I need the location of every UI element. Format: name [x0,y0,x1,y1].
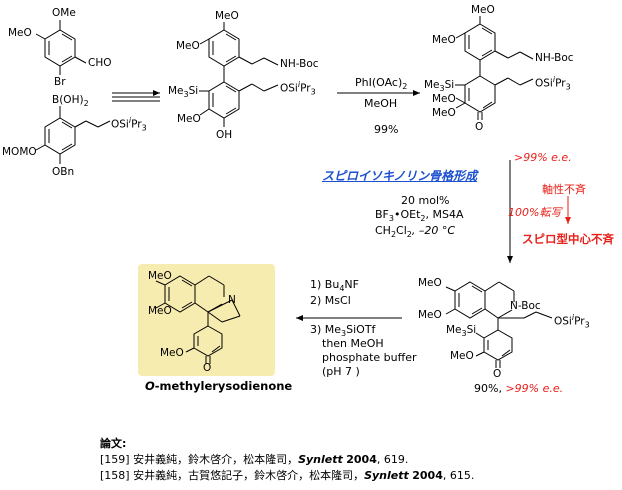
step3-line1: 1) Bu4NF [310,278,359,294]
sm2-structure [35,106,111,164]
int2-me3si-label: Me3Si [424,79,455,94]
sm2-obn-label: OBn [52,166,75,178]
int3-me3si-label: Me3Si [446,324,477,339]
int3-meo-enol-label: MeO [450,350,474,362]
axial-chirality-note: 軸性不斉 [542,183,586,196]
spiro-center-note: スピロ型中心不斉 [522,232,614,246]
int2-o-label: O [475,121,484,133]
int1-oh-label: OH [216,129,233,141]
int3-structure [445,281,553,368]
product-structure [155,275,241,364]
int3-osi-label: OSiiPr3 [554,313,590,330]
sm2-boronic-label: B(OH)2 [52,94,89,109]
spiro-formation-note: スピロイソキノリン骨格形成 [322,169,478,183]
references-heading: 論文: [100,437,127,450]
int1-meo-top-label: MeO [215,10,239,22]
reference-159: [159] 安井義純，鈴木啓介，松本隆司，Synlett 2004, 619. [100,453,409,466]
step3-line5: phosphate buffer [322,351,417,364]
int3-o-label: O [493,368,502,380]
int3-meo-top-label: MeO [418,277,442,289]
int2-meo-ketal1: MeO [432,107,456,119]
reference-158: [158] 安井義純，古賀悠記子，鈴木啓介，松本隆司，Synlett 2004,… [100,469,475,482]
step1-yield: 99% [374,123,399,136]
product-meo-label: MeO [148,305,172,317]
int2-nhboc-label: NH-Boc [535,52,574,64]
int1-structure [199,22,279,127]
product-meo-enol-label: MeO [160,347,184,359]
int3-meo-label: MeO [418,309,442,321]
product-meo-top-label: MeO [148,270,172,282]
step3-line3: 3) Me3SiOTf [310,323,376,339]
int2-meo-top-label: MeO [471,4,495,16]
sm1-ome-label: OMe [52,7,76,19]
sm1-structure [35,20,87,75]
int1-meo-low-label: MeO [177,113,201,125]
sm1-cho-label: CHO [88,57,112,69]
step2-line3: CH2Cl2, –20 °C [375,224,456,240]
step3-line4: then MeOH [322,337,384,350]
sm1-meo-label: MeO [8,27,32,39]
product-o-label: O [203,362,212,374]
int3-yield: 90%, >99% e.e. [474,382,564,395]
int2-meo-ketal2: MeO [432,93,456,105]
step2-line1: 20 mol% [401,194,450,207]
step1-solvent: MeOH [364,97,398,110]
int2-ee: >99% e.e. [514,151,572,164]
step2-line2: BF3•OEt2, MS4A [375,208,464,224]
int2-structure [455,16,534,120]
int2-meo-label: MeO [432,34,456,46]
step1-reagent: PhI(OAc)2 [355,76,408,92]
int2-osi-label: OSiiPr3 [535,75,571,92]
int3-nboc-label: N-Boc [510,300,541,312]
references: 論文: [159] 安井義純，鈴木啓介，松本隆司，Synlett 2004, 6… [100,436,474,484]
sm1-br-label: Br [54,76,66,88]
sm2-osi-label: OSiiPr3 [111,116,147,133]
product-n-label: N [228,294,236,306]
step3-line2: 2) MsCl [310,294,351,307]
multi-step-arrow [112,90,160,102]
int1-nhboc-label: NH-Boc [280,58,319,70]
int1-meo-label: MeO [176,40,200,52]
transfer-note: 100%転写 [508,206,562,219]
int1-osi-label: OSiiPr3 [280,80,316,97]
sm2-momo-label: MOMO [2,146,37,158]
int1-me3si-label: Me3Si [168,85,199,100]
step3-line6: (pH 7 ) [322,365,360,378]
product-name: O-methylerysodienone [145,379,293,393]
